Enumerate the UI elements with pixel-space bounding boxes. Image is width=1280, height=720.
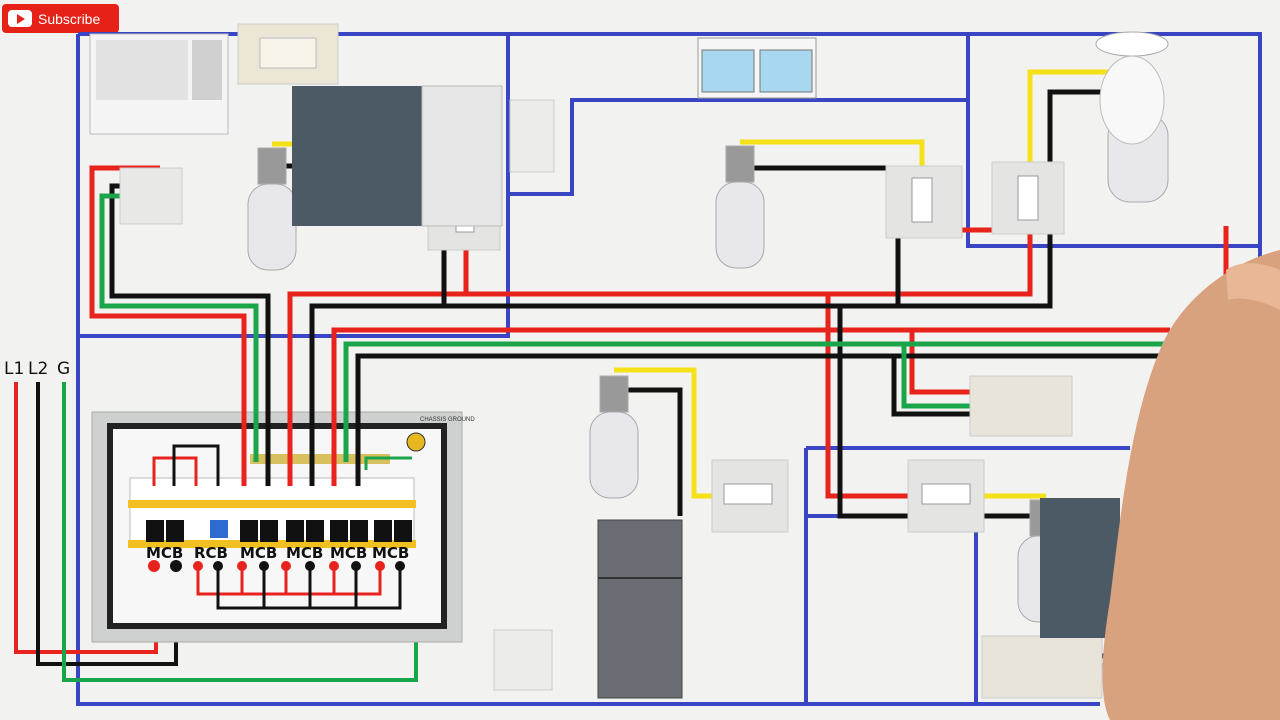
toilet-icon bbox=[1095, 31, 1169, 145]
sink-icon bbox=[697, 37, 817, 99]
breaker-labels: MCB RCB MCB MCB MCB MCB bbox=[146, 544, 409, 562]
ground-terminal-icon bbox=[406, 432, 426, 452]
wardrobe-icon bbox=[292, 85, 503, 227]
ground-label: G bbox=[57, 359, 70, 379]
breaker-label-5: MCB bbox=[330, 544, 367, 562]
appliances bbox=[89, 31, 1169, 699]
supply-labels: L1 L2 G bbox=[4, 359, 70, 379]
refrigerator-icon bbox=[597, 519, 683, 699]
cfl-bulb-icon bbox=[715, 145, 765, 269]
subscribe-button[interactable]: Subscribe bbox=[2, 4, 119, 33]
ac-socket bbox=[119, 167, 183, 225]
socket-right bbox=[969, 375, 1073, 437]
breaker-label-1: MCB bbox=[146, 544, 183, 562]
switch-room-3 bbox=[907, 459, 985, 533]
switches bbox=[119, 23, 1103, 699]
breaker-row bbox=[128, 477, 416, 548]
l1-label: L1 bbox=[4, 359, 24, 379]
cfl-bulb-icon bbox=[247, 147, 297, 271]
air-conditioner-icon bbox=[89, 33, 229, 135]
fridge-socket bbox=[493, 629, 553, 691]
door-icon bbox=[1040, 498, 1120, 638]
breaker-label-3: MCB bbox=[240, 544, 277, 562]
breaker-label-6: MCB bbox=[372, 544, 409, 562]
breaker-label-4: MCB bbox=[286, 544, 323, 562]
l2-label: L2 bbox=[28, 359, 48, 379]
socket-bottom-right bbox=[981, 635, 1103, 699]
drawing-hand-icon bbox=[1102, 250, 1280, 720]
room-walls bbox=[76, 32, 1262, 706]
breaker-label-2: RCB bbox=[194, 544, 228, 562]
cfl-bulb-icon bbox=[589, 375, 639, 499]
youtube-play-icon bbox=[8, 10, 32, 27]
universal-socket bbox=[509, 99, 555, 173]
chassis-ground-label: CHASSIS GROUND bbox=[420, 417, 475, 423]
distribution-panel: CHASSIS GROUND MCB RCB MCB MCB bbox=[91, 411, 475, 643]
subscribe-label: Subscribe bbox=[38, 10, 101, 27]
